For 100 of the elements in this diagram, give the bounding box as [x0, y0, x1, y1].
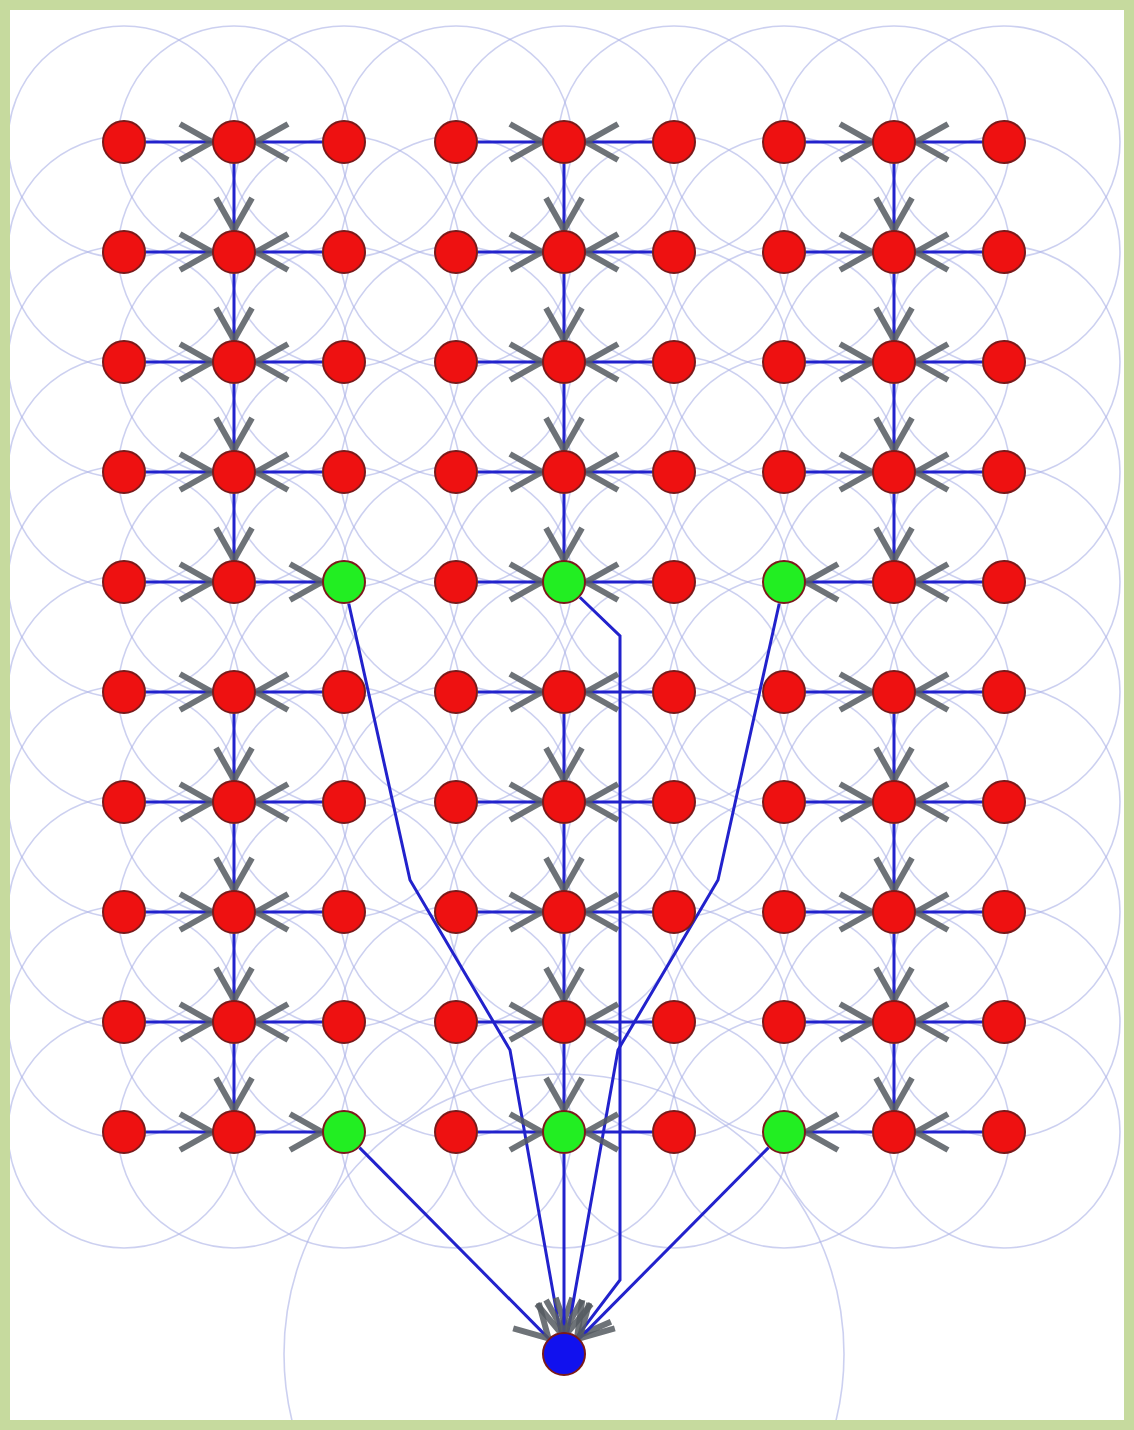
sensor-node	[434, 340, 478, 384]
arrow	[478, 1001, 545, 1043]
arrow	[806, 1001, 875, 1043]
arrow	[576, 1146, 770, 1342]
arrow	[543, 164, 585, 233]
arrow	[347, 603, 576, 1336]
arrow	[806, 891, 875, 933]
arrow	[478, 781, 545, 823]
arrow	[913, 341, 982, 383]
arrow	[543, 824, 585, 893]
relay-node	[542, 560, 586, 604]
arrow	[583, 781, 652, 823]
arrow	[574, 596, 622, 1340]
sensor-node	[434, 120, 478, 164]
sensor-node	[652, 780, 696, 824]
sensor-node	[762, 120, 806, 164]
sensor-node	[982, 560, 1026, 604]
arrow	[913, 451, 982, 493]
sensor-node	[652, 450, 696, 494]
sensor-node	[652, 1000, 696, 1044]
sensor-node	[434, 780, 478, 824]
sensor-node	[762, 890, 806, 934]
sensor-node	[652, 890, 696, 934]
sensor-node	[322, 1000, 366, 1044]
arrow	[583, 341, 652, 383]
sensor-node	[652, 230, 696, 274]
sensor-node	[542, 1000, 586, 1044]
sensor-node	[542, 230, 586, 274]
arrow	[253, 341, 322, 383]
arrow	[913, 891, 982, 933]
arrow	[806, 671, 875, 713]
arrow	[913, 121, 982, 163]
sensor-node	[872, 1110, 916, 1154]
sensor-node	[434, 1110, 478, 1154]
sensor-node	[982, 780, 1026, 824]
arrow	[913, 671, 982, 713]
arrow	[583, 561, 652, 603]
sensor-node	[102, 890, 146, 934]
sensor-node	[872, 890, 916, 934]
sensor-node	[434, 890, 478, 934]
relay-node	[762, 560, 806, 604]
sink-node	[542, 1332, 586, 1376]
sensor-node	[762, 670, 806, 714]
sensor-node	[872, 560, 916, 604]
sensor-node	[542, 890, 586, 934]
arrow	[146, 671, 215, 713]
arrow	[478, 671, 545, 713]
sensor-node	[102, 340, 146, 384]
sensor-node	[762, 340, 806, 384]
arrow	[543, 384, 585, 453]
arrow	[478, 121, 545, 163]
sensor-node	[542, 450, 586, 494]
sensor-node	[652, 120, 696, 164]
arrow	[806, 341, 875, 383]
sensor-node	[542, 670, 586, 714]
sensor-node	[212, 1000, 256, 1044]
relay-node	[762, 1110, 806, 1154]
arrow	[913, 231, 982, 273]
arrow	[253, 891, 322, 933]
arrow	[213, 164, 255, 233]
arrow	[146, 561, 215, 603]
arrow	[146, 891, 215, 933]
sensor-node	[872, 230, 916, 274]
sensor-node	[102, 1000, 146, 1044]
arrow	[583, 231, 652, 273]
sensor-node	[542, 120, 586, 164]
sensor-node	[322, 780, 366, 824]
arrow	[146, 451, 215, 493]
arrow	[213, 494, 255, 563]
sensor-node	[434, 670, 478, 714]
sensor-node	[322, 890, 366, 934]
sensor-node	[212, 670, 256, 714]
arrow	[478, 231, 545, 273]
sensor-node	[542, 340, 586, 384]
arrow	[806, 231, 875, 273]
arrow	[583, 451, 652, 493]
arrow	[873, 934, 915, 1003]
relay-node	[322, 1110, 366, 1154]
sensor-node	[102, 230, 146, 274]
sensor-node	[652, 670, 696, 714]
arrow	[478, 891, 545, 933]
arrow	[213, 934, 255, 1003]
arrow	[256, 1111, 325, 1153]
arrow	[213, 274, 255, 343]
relay-node	[542, 1110, 586, 1154]
arrow	[873, 384, 915, 453]
sensor-node	[872, 120, 916, 164]
arrow	[146, 1001, 215, 1043]
sensor-node	[322, 120, 366, 164]
sensor-node	[542, 780, 586, 824]
arrow	[213, 384, 255, 453]
arrow	[146, 121, 215, 163]
arrow	[873, 714, 915, 783]
sensor-node	[102, 120, 146, 164]
arrow	[803, 1111, 872, 1153]
arrow	[543, 274, 585, 343]
arrow	[913, 561, 982, 603]
sensor-node	[434, 450, 478, 494]
arrow	[358, 1146, 552, 1342]
arrow	[583, 671, 652, 713]
